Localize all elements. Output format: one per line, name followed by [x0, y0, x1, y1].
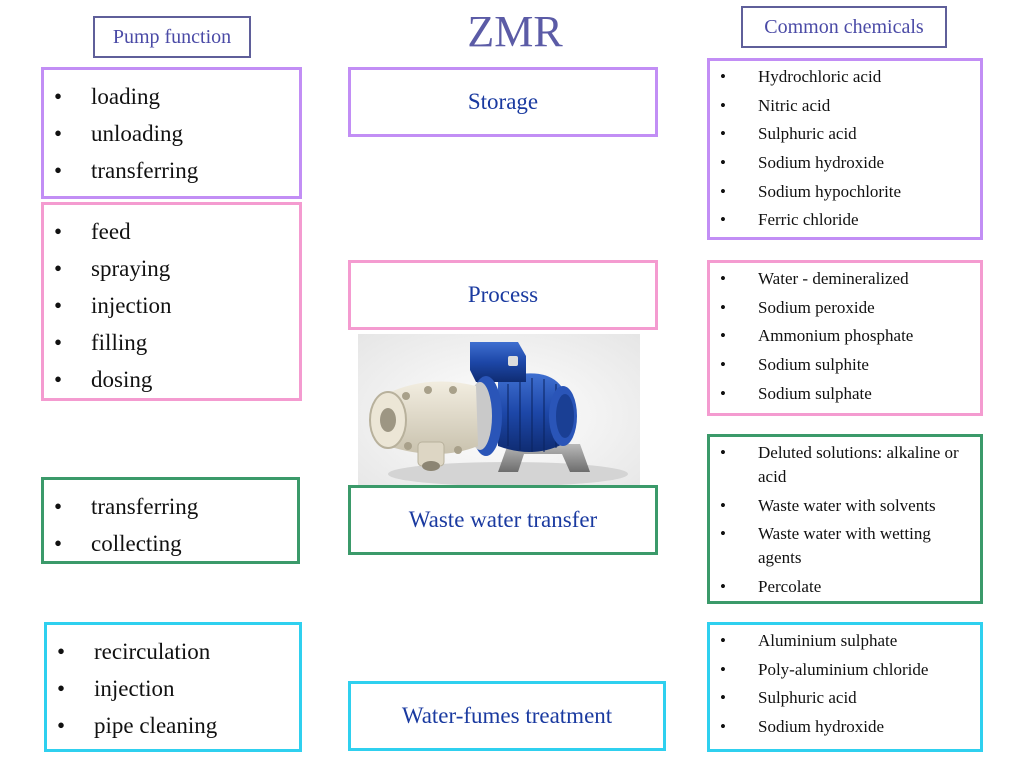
bullet: • [720, 210, 726, 230]
pump-function-header-label: Pump function [112, 25, 232, 48]
list-item: •Nitric acid [716, 94, 974, 118]
bullet: • [720, 297, 726, 317]
process-category-label: Process [467, 282, 539, 307]
list-item: •Waste water with wetting agents [716, 522, 974, 570]
list-item: •collecting [54, 525, 297, 562]
bullet: • [720, 269, 726, 288]
waste-water-functions-box: •transferring •collecting [41, 477, 300, 564]
pump-function-header: Pump function [93, 16, 251, 58]
bullet: • [720, 443, 726, 462]
bullet: • [720, 124, 726, 144]
list-item: •Sodium peroxide [716, 296, 974, 320]
bullet: • [57, 676, 66, 701]
list-item: •Poly-aluminium chloride [716, 658, 974, 682]
bullet: • [54, 531, 63, 556]
list-item: •Sulphuric acid [716, 686, 974, 710]
bullet: • [54, 121, 63, 146]
waste-water-function-list: •transferring •collecting [44, 480, 297, 562]
list-item: •Waste water with solvents [716, 494, 974, 518]
list-item: •Aluminium sulphate [716, 629, 974, 653]
list-item: •transferring [54, 488, 297, 525]
bullet: • [54, 219, 63, 244]
process-functions-box: •feed •spraying •injection •filling •dos… [41, 202, 302, 401]
list-item: •Water - demineralized [716, 267, 974, 291]
list-item: •loading [54, 78, 299, 115]
list-item: •feed [54, 213, 299, 250]
list-item: •dosing [54, 361, 299, 398]
water-fumes-function-list: •recirculation •injection •pipe cleaning [47, 625, 299, 744]
storage-function-list: •loading •unloading •transferring [44, 70, 299, 189]
bullet: • [720, 577, 726, 597]
list-item: •Ammonium phosphate [716, 324, 974, 348]
bullet: • [720, 495, 726, 515]
waste-water-category-label: Waste water transfer [408, 507, 598, 532]
storage-functions-box: •loading •unloading •transferring [41, 67, 302, 199]
waste-water-chemical-list: •Deluted solutions: alkaline or acid •Wa… [710, 437, 980, 599]
list-item: •Sodium hypochlorite [716, 180, 974, 204]
process-chemical-list: •Water - demineralized •Sodium peroxide … [710, 263, 980, 406]
water-fumes-functions-box: •recirculation •injection •pipe cleaning [44, 622, 302, 752]
list-item: •Sodium hydroxide [716, 151, 974, 175]
common-chemicals-header-label: Common chemicals [764, 15, 924, 38]
common-chemicals-header: Common chemicals [741, 6, 947, 48]
process-chemicals-box: •Water - demineralized •Sodium peroxide … [707, 260, 983, 416]
bullet: • [720, 67, 726, 86]
pump-illustration [358, 334, 640, 497]
storage-category-box: Storage [348, 67, 658, 137]
water-fumes-chemicals-box: •Aluminium sulphate •Poly-aluminium chlo… [707, 622, 983, 752]
bullet: • [54, 84, 63, 109]
list-item: •recirculation [57, 633, 299, 670]
list-item: •injection [54, 287, 299, 324]
bullet: • [720, 153, 726, 173]
list-item: •Sodium sulphite [716, 353, 974, 377]
list-item: •Ferric chloride [716, 208, 974, 232]
bullet: • [54, 494, 63, 519]
waste-water-category-box: Waste water transfer [348, 485, 658, 555]
bullet: • [720, 383, 726, 403]
water-fumes-category-label: Water-fumes treatment [401, 703, 613, 728]
bullet: • [720, 355, 726, 375]
bullet: • [720, 631, 726, 650]
list-item: •spraying [54, 250, 299, 287]
water-fumes-category-box: Water-fumes treatment [348, 681, 666, 751]
bullet: • [54, 367, 63, 392]
waste-water-chemicals-box: •Deluted solutions: alkaline or acid •Wa… [707, 434, 983, 604]
page-title: ZMR [467, 7, 563, 56]
bullet: • [54, 256, 63, 281]
water-fumes-chemical-list: •Aluminium sulphate •Poly-aluminium chlo… [710, 625, 980, 739]
pump-image [358, 334, 640, 497]
storage-chemicals-box: •Hydrochloric acid •Nitric acid •Sulphur… [707, 58, 983, 240]
list-item: •Sodium hydroxide [716, 715, 974, 739]
list-item: •Hydrochloric acid [716, 65, 974, 89]
bullet: • [54, 330, 63, 355]
process-category-box: Process [348, 260, 658, 330]
bullet: • [720, 659, 726, 679]
list-item: •pipe cleaning [57, 707, 299, 744]
list-item: •transferring [54, 152, 299, 189]
bullet: • [54, 158, 63, 183]
list-item: •unloading [54, 115, 299, 152]
bullet: • [720, 95, 726, 115]
process-function-list: •feed •spraying •injection •filling •dos… [44, 205, 299, 398]
bullet: • [57, 713, 66, 738]
bullet: • [720, 524, 726, 544]
list-item: •filling [54, 324, 299, 361]
list-item: •injection [57, 670, 299, 707]
bullet: • [720, 717, 726, 737]
list-item: •Deluted solutions: alkaline or acid [716, 441, 974, 489]
list-item: •Sulphuric acid [716, 122, 974, 146]
bullet: • [720, 181, 726, 201]
bullet: • [720, 688, 726, 708]
bullet: • [54, 293, 63, 318]
bullet: • [57, 639, 66, 664]
storage-chemical-list: •Hydrochloric acid •Nitric acid •Sulphur… [710, 61, 980, 232]
list-item: •Percolate [716, 575, 974, 599]
list-item: •Sodium sulphate [716, 382, 974, 406]
storage-category-label: Storage [467, 89, 539, 114]
bullet: • [720, 326, 726, 346]
